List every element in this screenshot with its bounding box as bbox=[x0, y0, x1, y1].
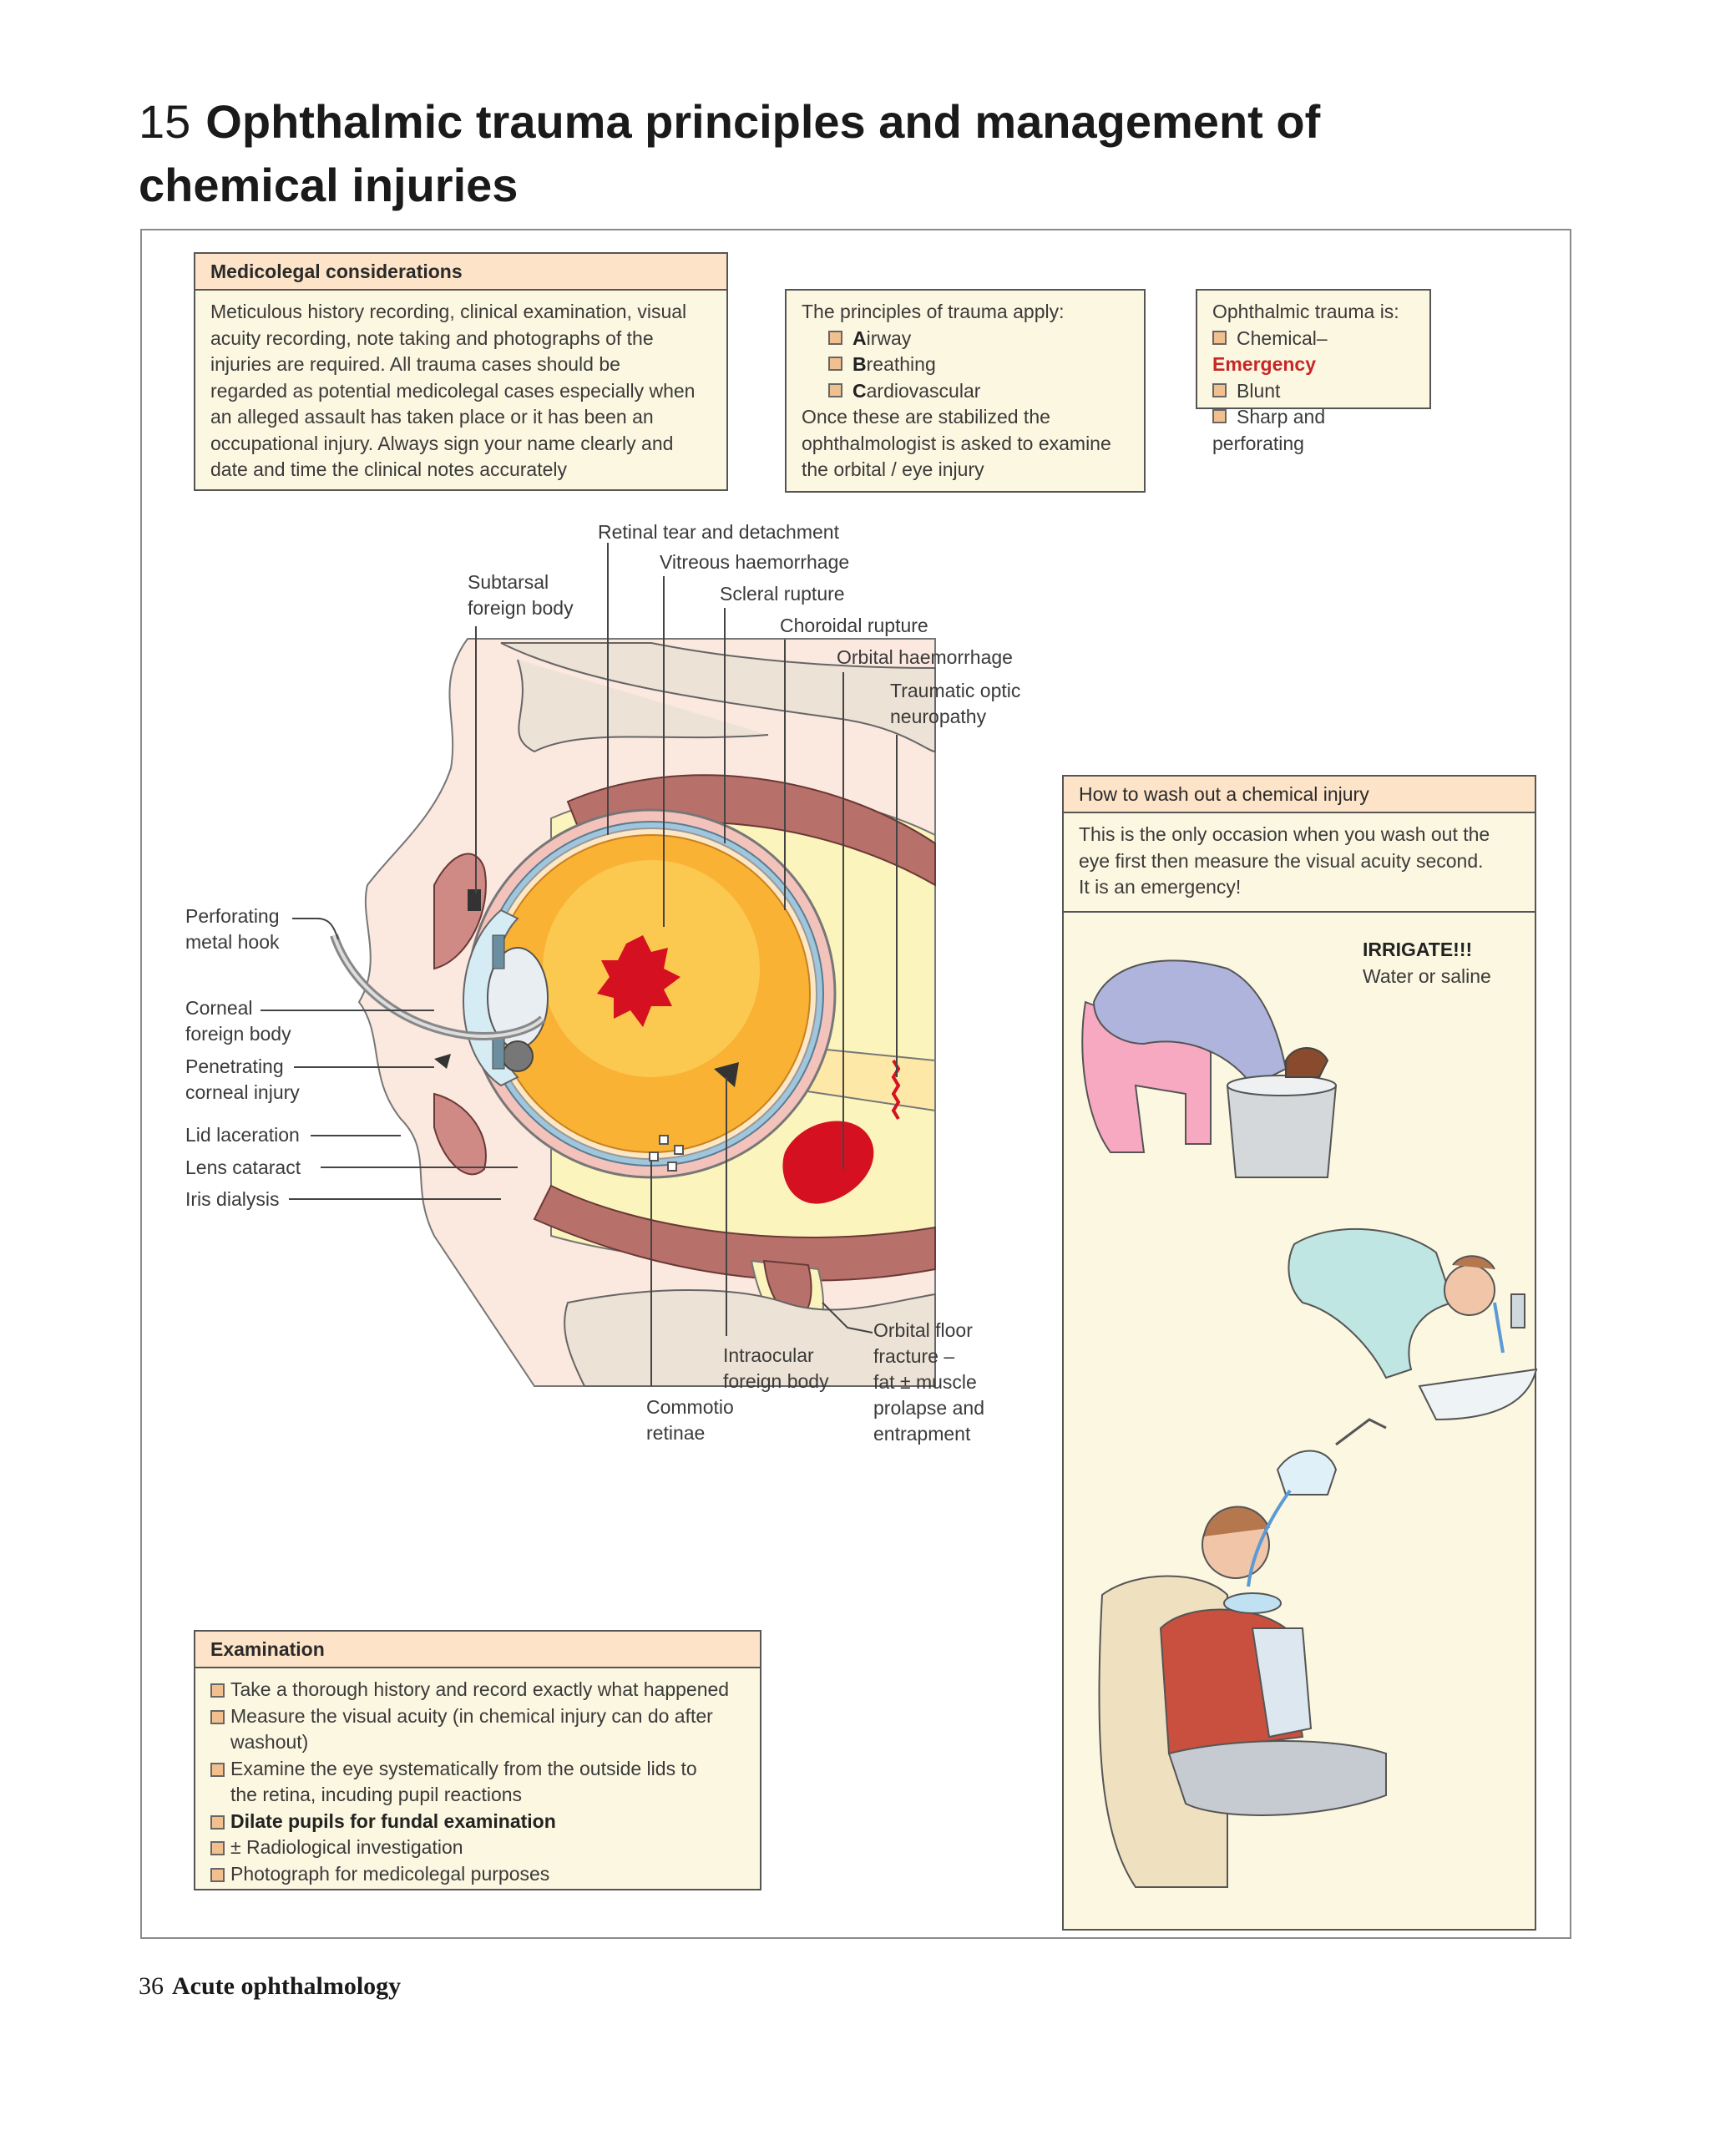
label-perforating-2: metal hook bbox=[185, 931, 280, 953]
medicolegal-line: date and time the clinical notes accurat… bbox=[210, 458, 568, 480]
trauma-types-intro: Ophthalmic trauma is: bbox=[1212, 301, 1399, 322]
label-iofb-1: Intraocular bbox=[723, 1344, 814, 1366]
label-scleral-rupture: Scleral rupture bbox=[720, 583, 845, 605]
label-iofb-2: foreign body bbox=[723, 1370, 829, 1392]
label-penetrating-2: corneal injury bbox=[185, 1081, 300, 1103]
principles-box: The principles of trauma apply: Airway B… bbox=[785, 289, 1146, 493]
principle-airway: Airway bbox=[802, 326, 1129, 352]
label-iris-dialysis: Iris dialysis bbox=[185, 1188, 280, 1210]
label-optic-2: neuropathy bbox=[890, 706, 987, 727]
medicolegal-box: Medicolegal considerations Meticulous hi… bbox=[194, 252, 728, 491]
exam-item: Photograph for medicolegal purposes bbox=[210, 1861, 745, 1888]
principle-breathing: Breathing bbox=[802, 352, 1129, 378]
medicolegal-line: Meticulous history recording, clinical e… bbox=[210, 301, 687, 322]
footer-section: Acute ophthalmology bbox=[172, 1972, 402, 2000]
bullet-icon bbox=[210, 1867, 225, 1882]
label-penetrating-1: Penetrating bbox=[185, 1055, 284, 1077]
bullet-icon bbox=[1212, 382, 1227, 397]
label-floor-5: entrapment bbox=[873, 1423, 971, 1445]
label-choroidal-rupture: Choroidal rupture bbox=[780, 615, 928, 636]
washout-line: eye first then measure the visual acuity… bbox=[1079, 849, 1484, 872]
exam-item: Measure the visual acuity (in chemical i… bbox=[210, 1703, 745, 1756]
principles-intro: The principles of trauma apply: bbox=[802, 301, 1065, 322]
medicolegal-line: occupational injury. Always sign your na… bbox=[210, 432, 674, 454]
bullet-icon bbox=[828, 330, 842, 345]
principles-line: Once these are stabilized the bbox=[802, 406, 1050, 428]
trauma-type-sharp: Sharp and perforating bbox=[1212, 406, 1326, 454]
medicolegal-line: an alleged assault has taken place or it… bbox=[210, 406, 654, 428]
bullet-icon bbox=[210, 1683, 225, 1698]
examination-heading: Examination bbox=[195, 1632, 760, 1668]
irrigate-subtitle: Water or saline bbox=[1363, 965, 1491, 987]
trauma-types-box: Ophthalmic trauma is: Chemical–Emergency… bbox=[1196, 289, 1431, 454]
bullet-icon bbox=[210, 1709, 225, 1724]
emergency-text: Emergency bbox=[1212, 353, 1317, 375]
label-floor-1: Orbital floor bbox=[873, 1319, 973, 1341]
label-commotio-2: retinae bbox=[646, 1422, 706, 1444]
chapter-number: 15 bbox=[139, 95, 191, 148]
label-retinal-tear: Retinal tear and detachment bbox=[598, 521, 839, 543]
label-commotio-1: Commotio bbox=[646, 1396, 734, 1418]
bullet-icon bbox=[210, 1762, 225, 1777]
page-footer: 36 Acute ophthalmology bbox=[139, 1972, 401, 2001]
label-subtarsal-1: Subtarsal bbox=[468, 571, 549, 593]
sink-person-figure bbox=[1288, 1227, 1538, 1421]
washout-heading: How to wash out a chemical injury bbox=[1064, 777, 1535, 813]
label-floor-2: fracture – bbox=[873, 1345, 955, 1367]
principles-line: ophthalmologist is asked to examine bbox=[802, 432, 1111, 454]
medicolegal-line: regarded as potential medicolegal cases … bbox=[210, 379, 696, 402]
label-optic-1: Traumatic optic bbox=[890, 680, 1021, 701]
chapter-title: Ophthalmic trauma principles and managem… bbox=[139, 95, 1321, 211]
label-orbital-haemorrhage: Orbital haemorrhage bbox=[837, 646, 1013, 668]
bullet-icon bbox=[210, 1841, 225, 1855]
label-floor-3: fat ± muscle bbox=[873, 1371, 977, 1393]
label-lens-cataract: Lens cataract bbox=[185, 1156, 301, 1178]
label-perforating-1: Perforating bbox=[185, 905, 280, 927]
label-vitreous-haemorrhage: Vitreous haemorrhage bbox=[660, 551, 850, 573]
label-corneal-fb-1: Corneal bbox=[185, 997, 253, 1019]
principles-line: the orbital / eye injury bbox=[802, 458, 984, 480]
bullet-icon bbox=[828, 382, 842, 397]
label-subtarsal-2: foreign body bbox=[468, 597, 574, 619]
medicolegal-heading: Medicolegal considerations bbox=[195, 254, 726, 291]
footer-page-number: 36 bbox=[139, 1972, 164, 2000]
exam-item-bold: Dilate pupils for fundal examination bbox=[210, 1809, 745, 1835]
exam-item: Examine the eye systematically from the … bbox=[210, 1756, 745, 1809]
bullet-icon bbox=[210, 1814, 225, 1830]
bullet-icon bbox=[828, 357, 842, 372]
bucket-person-figure bbox=[1081, 959, 1338, 1178]
irrigate-title: IRRIGATE!!! bbox=[1363, 939, 1473, 960]
exam-item: ± Radiological investigation bbox=[210, 1835, 745, 1861]
label-floor-4: prolapse and bbox=[873, 1397, 984, 1419]
washout-line: It is an emergency! bbox=[1079, 876, 1242, 898]
trauma-type-chemical: Chemical–Emergency bbox=[1212, 326, 1328, 375]
examination-box: Examination Take a thorough history and … bbox=[194, 1630, 761, 1890]
principle-cardiovascular: Cardiovascular bbox=[802, 378, 1129, 405]
trauma-type-blunt: Blunt bbox=[1212, 378, 1414, 405]
bullet-icon bbox=[1212, 409, 1227, 424]
washout-line: This is the only occasion when you wash … bbox=[1079, 823, 1490, 845]
bullet-icon bbox=[1212, 330, 1227, 345]
label-lid-laceration: Lid laceration bbox=[185, 1124, 300, 1146]
seated-person-figure bbox=[1098, 1418, 1387, 1888]
medicolegal-line: acuity recording, note taking and photog… bbox=[210, 326, 654, 349]
medicolegal-line: injuries are required. All trauma cases … bbox=[210, 353, 620, 375]
figure-frame bbox=[140, 229, 1571, 1939]
exam-item: Take a thorough history and record exact… bbox=[210, 1677, 745, 1703]
label-corneal-fb-2: foreign body bbox=[185, 1023, 291, 1045]
